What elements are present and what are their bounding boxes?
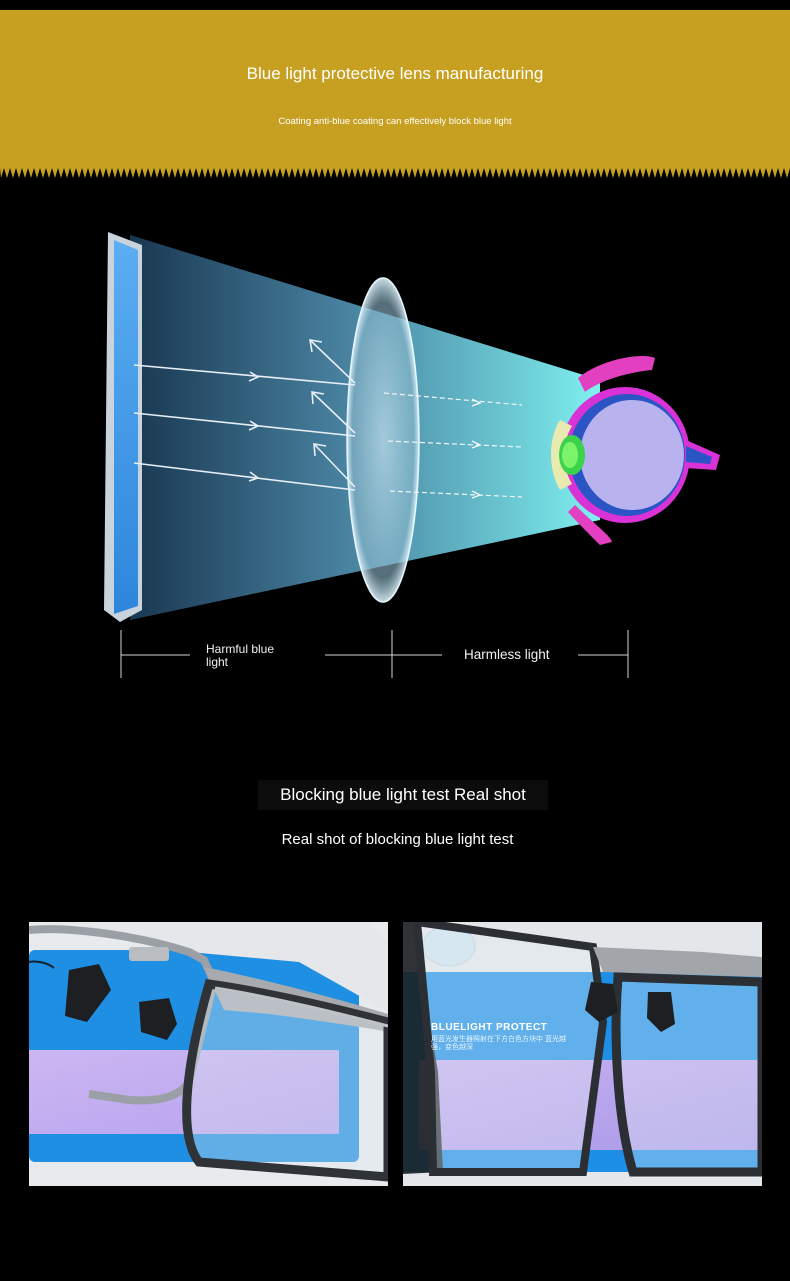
harmless-light-label: Harmless light (464, 647, 550, 662)
harmful-light-label: Harmful blue light (206, 642, 275, 669)
monitor-screen (104, 232, 142, 622)
blue-light-diagram (104, 232, 720, 678)
reflected-rays (309, 339, 356, 488)
dimension-lines (120, 630, 629, 678)
test-section-title: Blocking blue light test Real shot (258, 780, 548, 810)
harmless-rays (383, 392, 523, 498)
glasses-on-card-image (403, 922, 762, 1186)
eye-anatomy-icon (551, 356, 720, 545)
card-brand-text: BLUELIGHT PROTECT (431, 1022, 548, 1033)
header-title: Blue light protective lens manufacturing (246, 64, 544, 83)
test-photo-left (29, 922, 388, 1186)
test-section-subtitle: Real shot of blocking blue light test (281, 831, 514, 848)
card-instruction-text: 用蓝光发生器照射在下方白色方块中 蓝光越强，变色越深 (431, 1036, 566, 1051)
header-banner: Blue light protective lens manufacturing… (0, 10, 790, 178)
lens (346, 277, 420, 603)
glasses-on-card-image (29, 922, 388, 1186)
header-background (0, 10, 790, 178)
header-subtitle: Coating anti-blue coating can effectivel… (278, 116, 512, 127)
incoming-rays (133, 364, 356, 491)
test-photo-right: BLUELIGHT PROTECT 用蓝光发生器照射在下方白色方块中 蓝光越强，… (403, 922, 762, 1186)
